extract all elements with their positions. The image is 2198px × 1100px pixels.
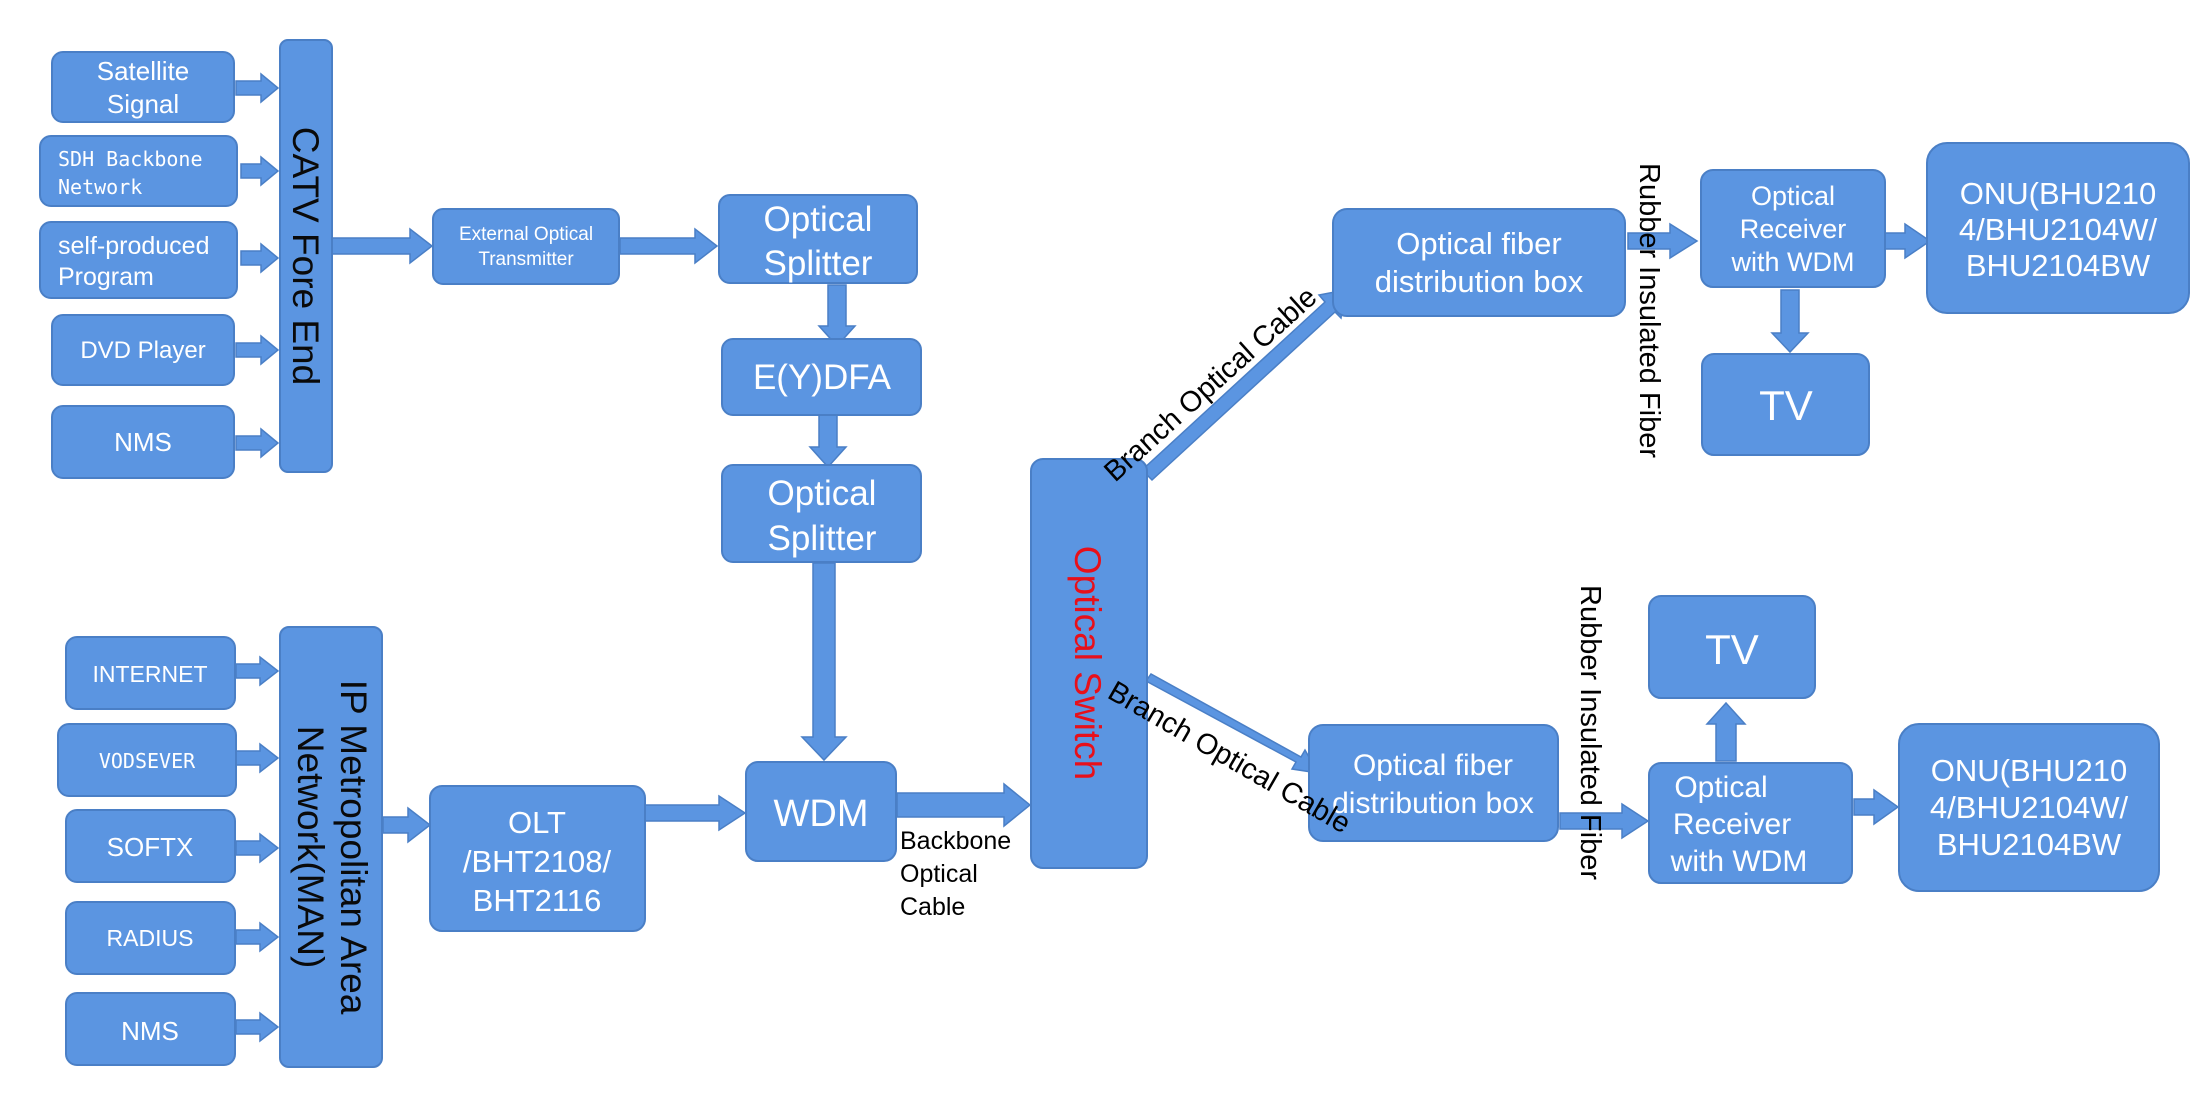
arrow-olt-to-wdm <box>644 794 747 832</box>
svg-text:ONU(BHU2104/BHU2104W/BHU2104BW: ONU(BHU2104/BHU2104W/BHU2104BW <box>1930 753 2129 862</box>
ip-input-vodsever: VODSEVER <box>57 723 237 797</box>
svg-text:SOFTX: SOFTX <box>107 832 194 862</box>
ip-input-radius: RADIUS <box>65 901 236 975</box>
arrow-vodsever-to-man <box>235 742 280 774</box>
svg-text:Rubber Insulated Fiber: Rubber Insulated Fiber <box>1574 585 1606 880</box>
catv-input-dvd-player: DVD Player <box>51 314 235 386</box>
svg-text:INTERNET: INTERNET <box>93 661 208 687</box>
svg-text:Optical Switch: Optical Switch <box>1067 546 1108 780</box>
label-rubber-insulated-fiber-bottom: Rubber Insulated Fiber <box>1574 585 1606 880</box>
tv-bottom: TV <box>1648 595 1816 699</box>
arrow-receiver-to-tv-bottom <box>1705 701 1747 762</box>
arrow-splitter-to-wdm <box>800 562 848 762</box>
arrow-internet-to-man <box>235 655 280 687</box>
svg-text:ONU(BHU2104/BHU2104W/BHU2104BW: ONU(BHU2104/BHU2104W/BHU2104BW <box>1959 176 2158 283</box>
arrow-nms-to-man <box>235 1011 280 1043</box>
arrow-satellite-to-catv <box>235 72 280 104</box>
svg-text:IP Metropolitan AreaNetwork(MA: IP Metropolitan AreaNetwork(MAN) <box>290 680 374 1015</box>
arrow-receiver-to-onu-bottom <box>1853 788 1900 826</box>
svg-text:TV: TV <box>1759 382 1813 429</box>
svg-text:NMS: NMS <box>114 427 172 457</box>
arrow-receiver-to-onu-top <box>1882 222 1932 260</box>
arrow-switch-to-fdb-top <box>1140 289 1346 482</box>
arrow-wdm-to-switch <box>896 782 1032 828</box>
svg-text:WDM: WDM <box>774 793 869 835</box>
arrow-eydfa-to-splitter <box>808 411 848 469</box>
connectors <box>235 72 1932 1043</box>
optical-switch: Optical Switch <box>1030 458 1148 869</box>
arrow-receiver-to-tv-top <box>1770 289 1810 354</box>
svg-text:VODSEVER: VODSEVER <box>99 749 196 773</box>
label-rubber-insulated-fiber-top: Rubber Insulated Fiber <box>1633 163 1665 458</box>
arrow-splitter-to-eydfa <box>817 284 857 348</box>
svg-text:Branch Optical Cable: Branch Optical Cable <box>1098 281 1323 488</box>
arrow-catv-to-transmitter <box>331 227 434 265</box>
arrow-fdb-to-receiver-bottom <box>1559 802 1650 840</box>
arrow-sdh-to-catv <box>240 155 280 187</box>
arrow-radius-to-man <box>235 921 280 953</box>
ip-input-internet: INTERNET <box>65 636 236 710</box>
tv-top: TV <box>1701 353 1870 456</box>
svg-text:OLT/BHT2108/BHT2116: OLT/BHT2108/BHT2116 <box>463 805 612 918</box>
svg-text:Rubber Insulated Fiber: Rubber Insulated Fiber <box>1633 163 1665 458</box>
arrow-transmitter-to-splitter <box>619 227 719 265</box>
svg-text:DVD Player: DVD Player <box>80 337 205 364</box>
catv-fore-end: CATV Fore End <box>279 39 333 473</box>
ip-metropolitan-area-network: IP Metropolitan AreaNetwork(MAN) <box>279 626 383 1068</box>
arrow-softx-to-man <box>235 832 280 864</box>
arrow-dvd-to-catv <box>235 334 280 366</box>
svg-text:CATV Fore End: CATV Fore End <box>285 127 326 385</box>
arrow-program-to-catv <box>240 242 280 274</box>
svg-text:NMS: NMS <box>121 1016 179 1046</box>
olt-node: OLT/BHT2108/BHT2116 <box>429 785 646 932</box>
arrow-fdb-to-receiver-top <box>1627 222 1699 260</box>
wdm-node: WDM <box>745 761 897 862</box>
arrow-nms-to-catv <box>235 427 280 459</box>
arrow-man-to-olt <box>382 806 432 844</box>
svg-text:E(Y)DFA: E(Y)DFA <box>753 358 892 397</box>
svg-text:TV: TV <box>1705 626 1759 673</box>
ip-input-softx: SOFTX <box>65 809 236 883</box>
ip-input-nms: NMS <box>65 992 236 1066</box>
catv-input-nms: NMS <box>51 405 235 479</box>
label-branch-optical-cable-top: Branch Optical Cable <box>1098 281 1323 488</box>
eydfa-amplifier: E(Y)DFA <box>721 338 922 416</box>
svg-text:RADIUS: RADIUS <box>107 925 194 951</box>
